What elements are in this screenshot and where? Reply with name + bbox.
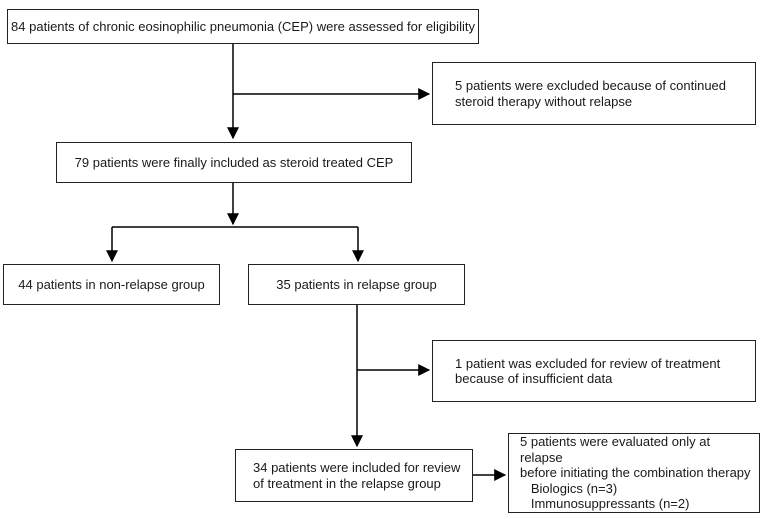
box-excluded-steroid-therapy: 5 patients were excluded because of cont… <box>432 62 756 125</box>
box-included-steroid-treated: 79 patients were finally included as ste… <box>56 142 412 183</box>
box-review-of-treatment-text: 34 patients were included for review of … <box>253 460 461 491</box>
box-excluded-steroid-therapy-text: 5 patients were excluded because of cont… <box>455 78 727 109</box>
box-assessed-eligibility-text: 84 patients of chronic eosinophilic pneu… <box>11 18 475 34</box>
box-included-steroid-treated-text: 79 patients were finally included as ste… <box>74 154 394 170</box>
box-excluded-insufficient-data: 1 patient was excluded for review of tre… <box>432 340 756 402</box>
box-assessed-eligibility: 84 patients of chronic eosinophilic pneu… <box>7 9 479 44</box>
box-evaluated-at-relapse: 5 patients were evaluated only at relaps… <box>508 433 760 513</box>
box-non-relapse-group: 44 patients in non-relapse group <box>3 264 220 305</box>
box-non-relapse-group-text: 44 patients in non-relapse group <box>18 276 205 292</box>
box-review-of-treatment: 34 patients were included for review of … <box>235 449 473 502</box>
box-relapse-group-text: 35 patients in relapse group <box>276 276 437 292</box>
box-relapse-group: 35 patients in relapse group <box>248 264 465 305</box>
box-evaluated-at-relapse-text: 5 patients were evaluated only at relaps… <box>520 434 751 512</box>
box-excluded-insufficient-data-text: 1 patient was excluded for review of tre… <box>455 355 721 387</box>
